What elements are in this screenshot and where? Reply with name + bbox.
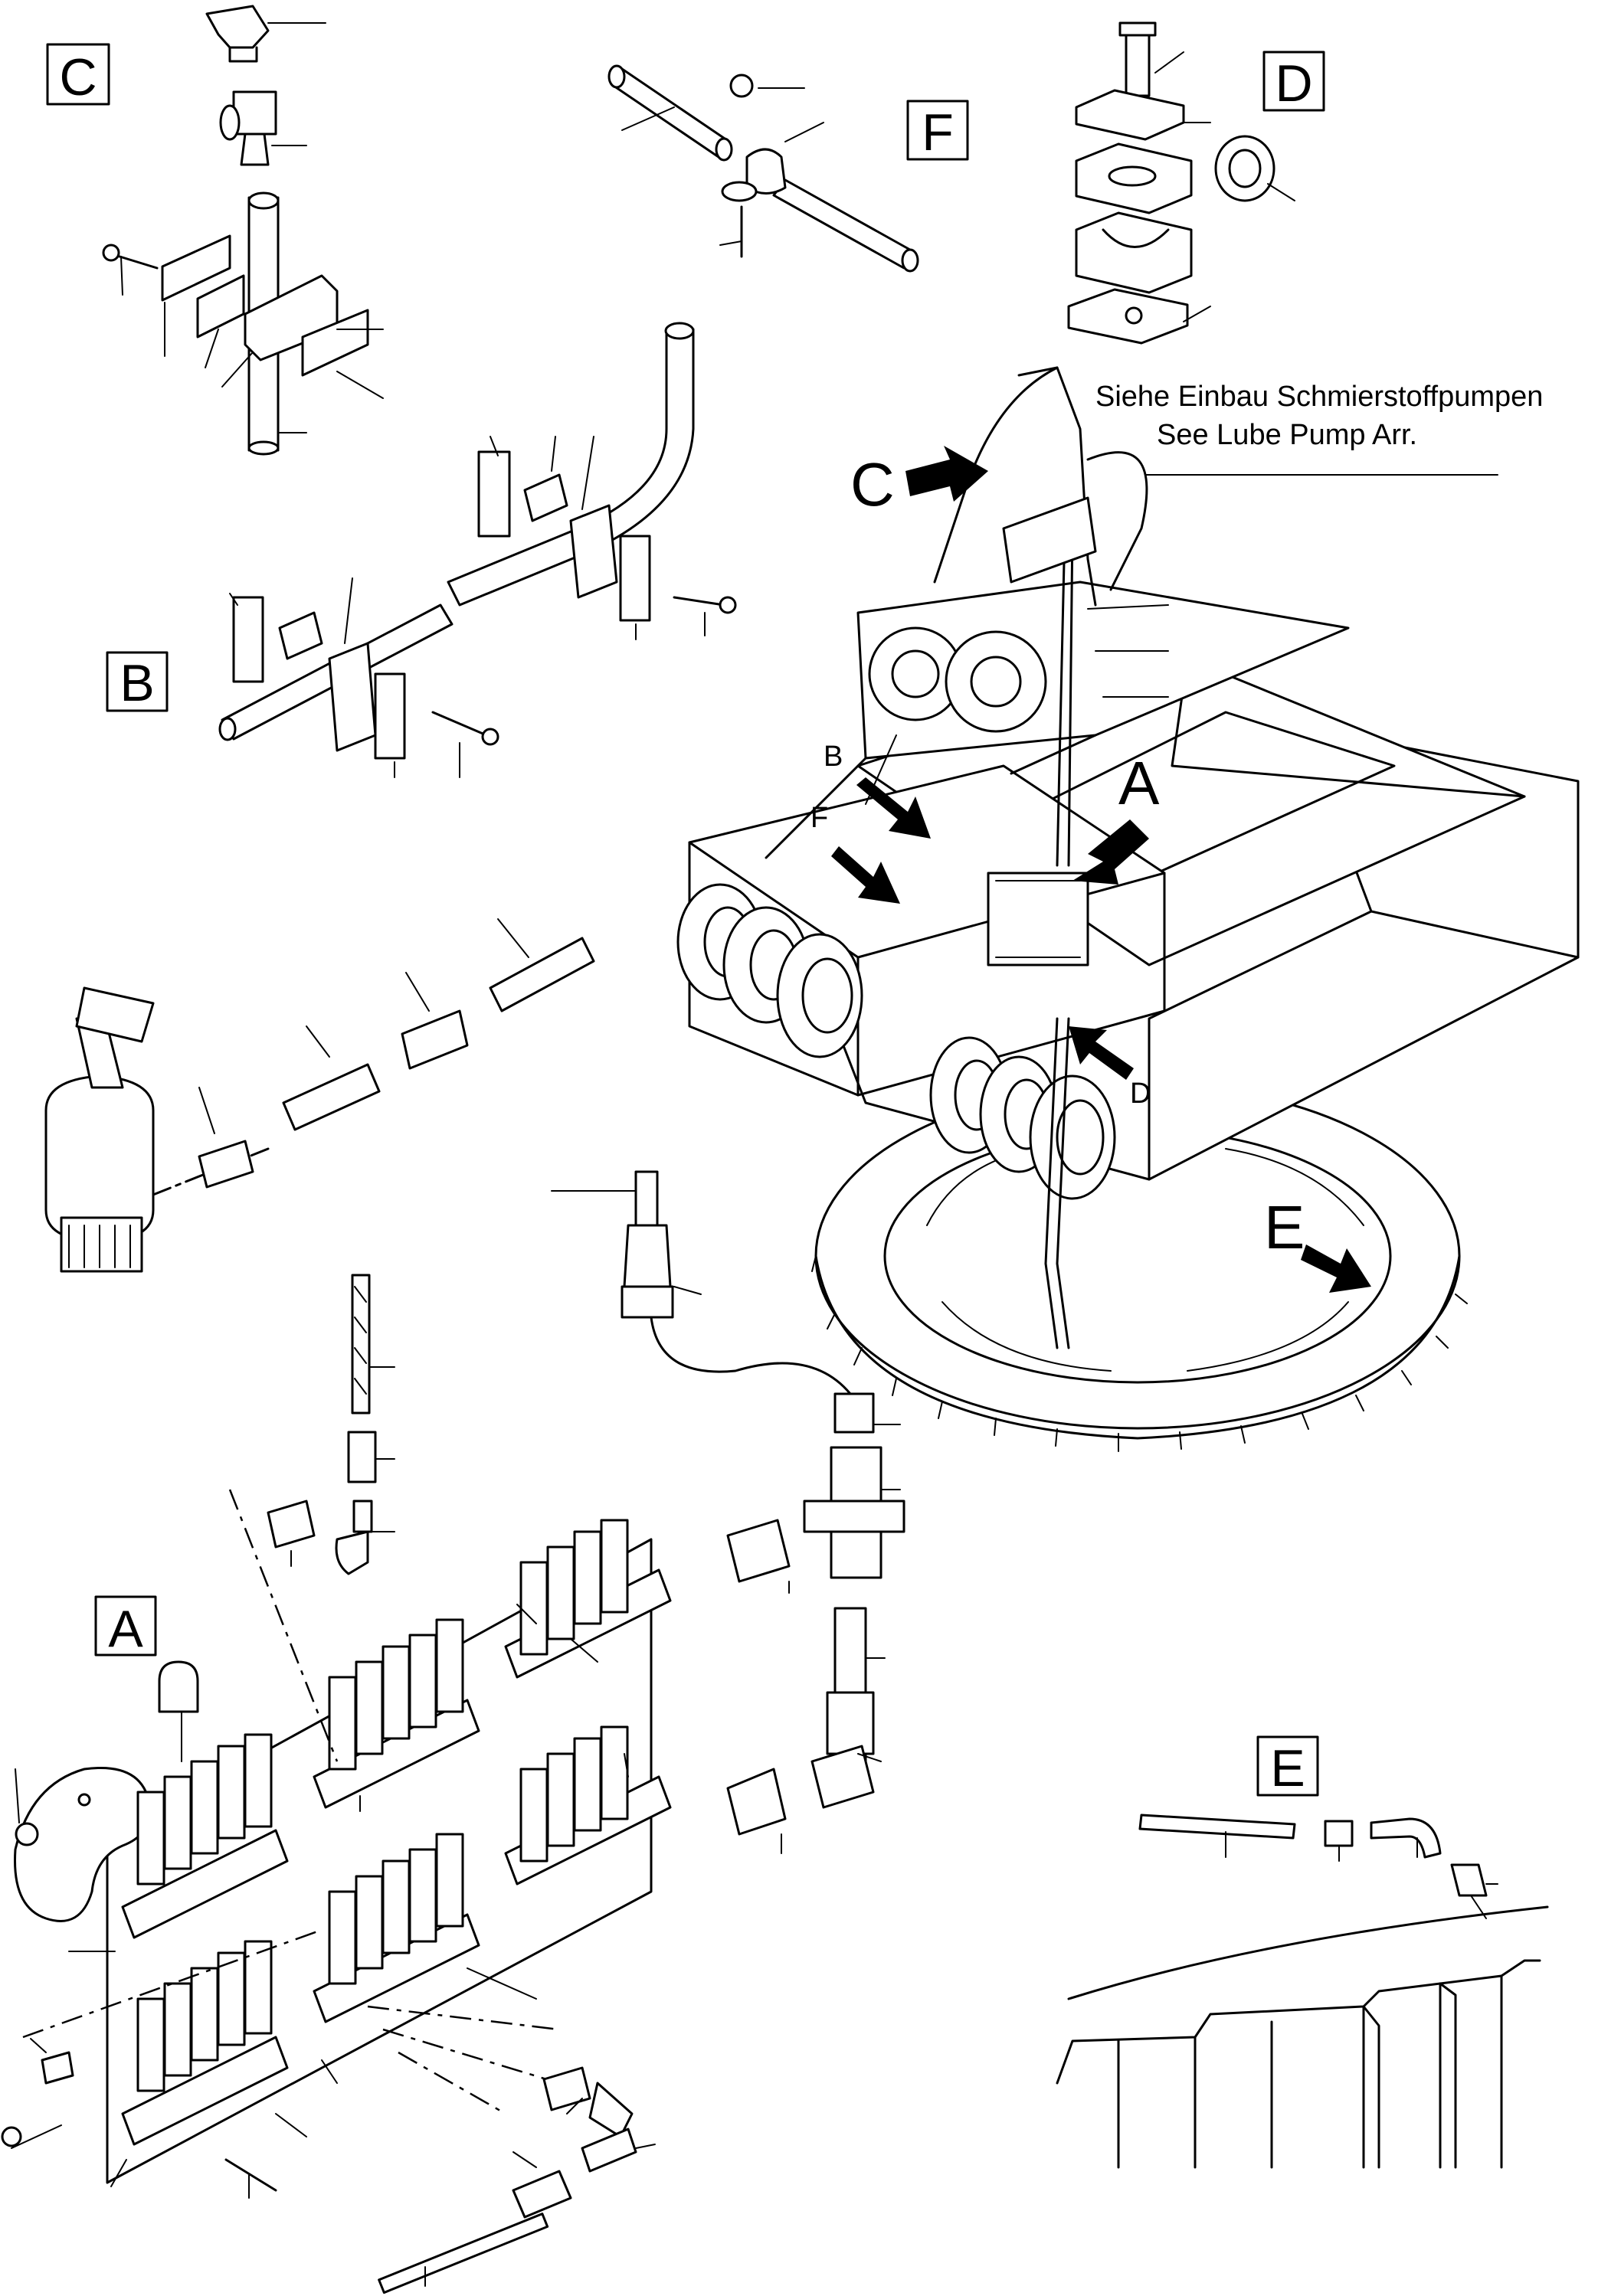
nut [729, 74, 754, 98]
hose-lower [378, 2213, 549, 2294]
label-box-f [906, 100, 969, 161]
view-arrows: C A E B F D [810, 446, 1371, 1293]
straight-connector [726, 1519, 791, 1583]
clamp-half-lower [1075, 211, 1193, 294]
arrow-d [1069, 1026, 1134, 1080]
label-b: B [120, 654, 154, 712]
hose-fitting [282, 1063, 381, 1131]
tee-fitting [232, 90, 277, 136]
pipe-lower [772, 178, 917, 270]
gasket [14, 1767, 152, 1922]
hose-vertical [351, 1274, 371, 1415]
label-d: D [1275, 54, 1312, 113]
connector-small [542, 2066, 591, 2111]
distributor-row-lower [121, 1725, 672, 2146]
pump-body [44, 1074, 155, 1242]
tee-fitting-center [830, 1446, 883, 1503]
label-f: F [922, 103, 954, 162]
pulley-set-front [676, 883, 863, 1058]
detail-d: D [1067, 21, 1325, 345]
main-assembly [676, 366, 1580, 1452]
tube [489, 937, 595, 1012]
label-a: A [108, 1600, 143, 1658]
clamp-cover-plate [1075, 89, 1185, 141]
elbow-center [810, 1745, 875, 1809]
label-c: C [59, 48, 97, 106]
pulley-set-lower [929, 1036, 1116, 1200]
note-german: Siehe Einbau Schmierstoffpumpen [1095, 381, 1543, 413]
arrow-label-a: A [1118, 749, 1160, 817]
arrow-label-c: C [850, 450, 895, 518]
arrow-a [1072, 819, 1149, 885]
detail-c: C [46, 5, 384, 456]
label-box-b [106, 651, 169, 712]
hose-e [1138, 1814, 1296, 1840]
detail-b: B [106, 322, 737, 778]
hose-assembly [267, 1170, 905, 1854]
flex-hose [650, 1316, 852, 1395]
elbow-fitting [205, 5, 270, 49]
arrow-f [831, 846, 900, 904]
bolt [1125, 28, 1151, 97]
arrow-e [1301, 1244, 1371, 1293]
nut [15, 1822, 39, 1846]
pipe-upper [610, 67, 731, 159]
arrow-label-b: B [824, 741, 843, 773]
elbow-e [1370, 1817, 1442, 1859]
detail-a: A [1, 1489, 672, 2294]
note-english: See Lube Pump Arr. [1157, 419, 1417, 451]
detail-e: E [1056, 1735, 1549, 2169]
pump-bracket [1002, 496, 1097, 584]
label-box-e [1256, 1735, 1319, 1797]
arrow-label-f: F [810, 802, 828, 834]
adapter-fitting [198, 1140, 254, 1189]
pump-fittings [44, 918, 595, 1273]
label-e: E [1270, 1739, 1305, 1797]
detail-f: F [607, 64, 969, 273]
cap [158, 1660, 199, 1713]
arrow-c [905, 446, 988, 502]
elbow-fitting-center [335, 1530, 369, 1575]
label-box-c [46, 43, 110, 106]
clamp-plate [161, 234, 231, 302]
arrow-label-d: D [1130, 1078, 1151, 1110]
notes: Siehe Einbau Schmierstoffpumpen See Lube… [1095, 381, 1543, 451]
label-box-a [94, 1595, 157, 1657]
pump-connector [75, 986, 155, 1043]
arrow-label-e: E [1264, 1193, 1305, 1261]
arrow-b [856, 777, 931, 839]
label-box-d [1262, 51, 1325, 112]
distributor-block [987, 872, 1089, 966]
distributor-row-upper [121, 1519, 672, 1939]
